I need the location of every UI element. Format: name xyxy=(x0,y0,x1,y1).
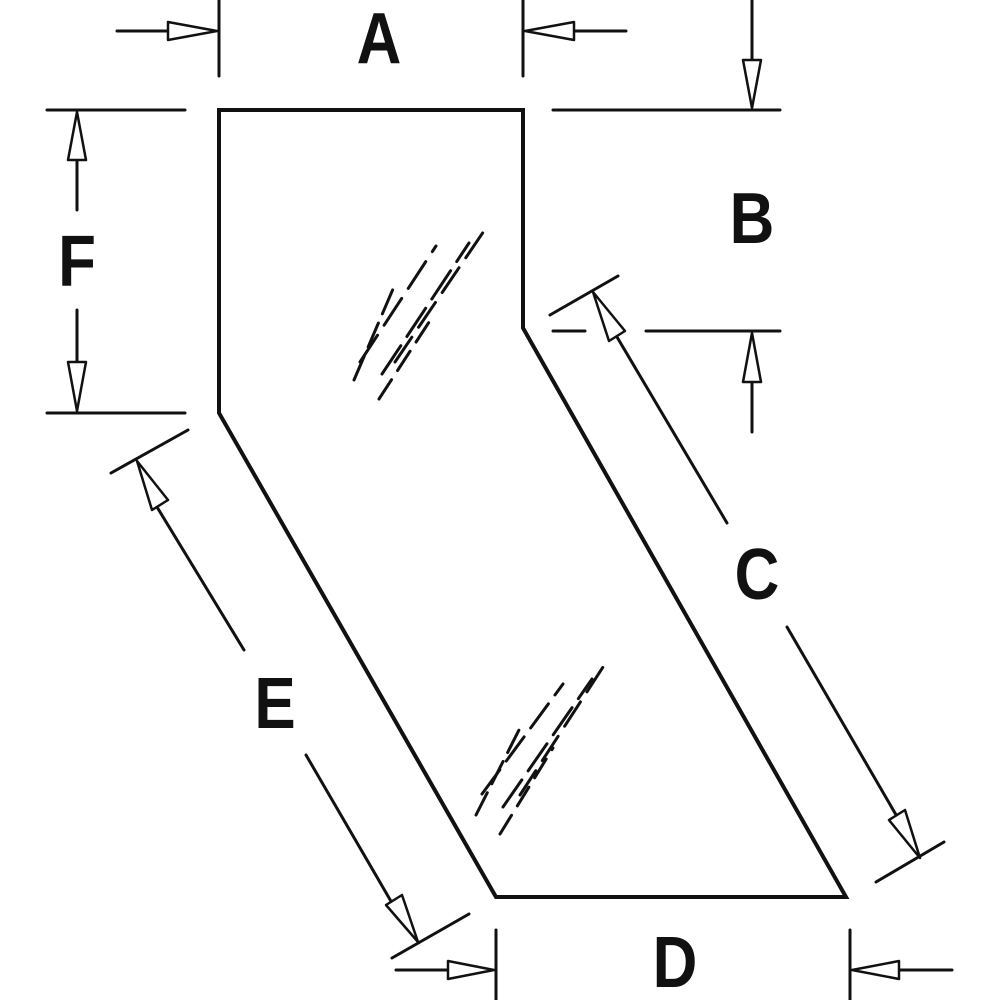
dimension-b-arrow-top xyxy=(741,58,763,110)
dimension-c-extension-top xyxy=(548,274,620,317)
dimension-e-extension-top xyxy=(109,428,190,475)
reflection-upper-line-2 xyxy=(358,244,438,364)
dimension-e-arrow-bottom xyxy=(384,893,420,944)
dimension-c-label: C xyxy=(734,535,780,615)
dimension-b-label: B xyxy=(729,179,775,259)
dimension-c-arrow-top xyxy=(591,290,627,343)
dimension-c-extension-bottom xyxy=(874,840,946,884)
reflection-upper-line-5 xyxy=(377,314,435,401)
dimension-d-arrow-right xyxy=(850,959,901,981)
dimension-e-extension-bottom xyxy=(390,912,471,960)
dimension-e-arrow-top xyxy=(135,459,170,512)
dimension-f-arrow-top xyxy=(66,110,88,162)
reflection-lower-line-4 xyxy=(518,662,607,797)
dimension-d-label: D xyxy=(652,923,698,1003)
reflection-upper-line-4 xyxy=(393,226,488,364)
dimension-a-arrow-right xyxy=(523,20,576,42)
dimension-a-arrow-left xyxy=(166,20,219,42)
dimension-c-arrow-bottom xyxy=(887,808,922,860)
reflection-upper-line-3 xyxy=(380,241,471,376)
dimension-b-arrow-bottom xyxy=(741,331,763,384)
dimension-a-label: A xyxy=(356,0,402,79)
dimension-c-leader-top xyxy=(615,335,729,525)
dimension-e-leader-top xyxy=(155,505,246,652)
reflection-lower-line-5 xyxy=(498,746,555,836)
glass-panel-outline xyxy=(217,108,850,899)
dimension-c-leader-bottom xyxy=(785,625,908,834)
dimension-e-leader-bottom xyxy=(304,753,394,905)
dimension-f-arrow-bottom xyxy=(66,360,88,413)
dimension-d-arrow-left xyxy=(446,959,496,981)
glass-reflection-icon xyxy=(352,226,488,401)
reflection-lower-line-3 xyxy=(501,677,594,809)
dimension-e-label: E xyxy=(254,664,296,744)
glass-reflection-icon xyxy=(474,662,607,836)
dimension-f-label: F xyxy=(58,222,96,302)
reflection-upper-line-1 xyxy=(352,287,395,382)
reflection-lower-line-2 xyxy=(480,682,565,796)
